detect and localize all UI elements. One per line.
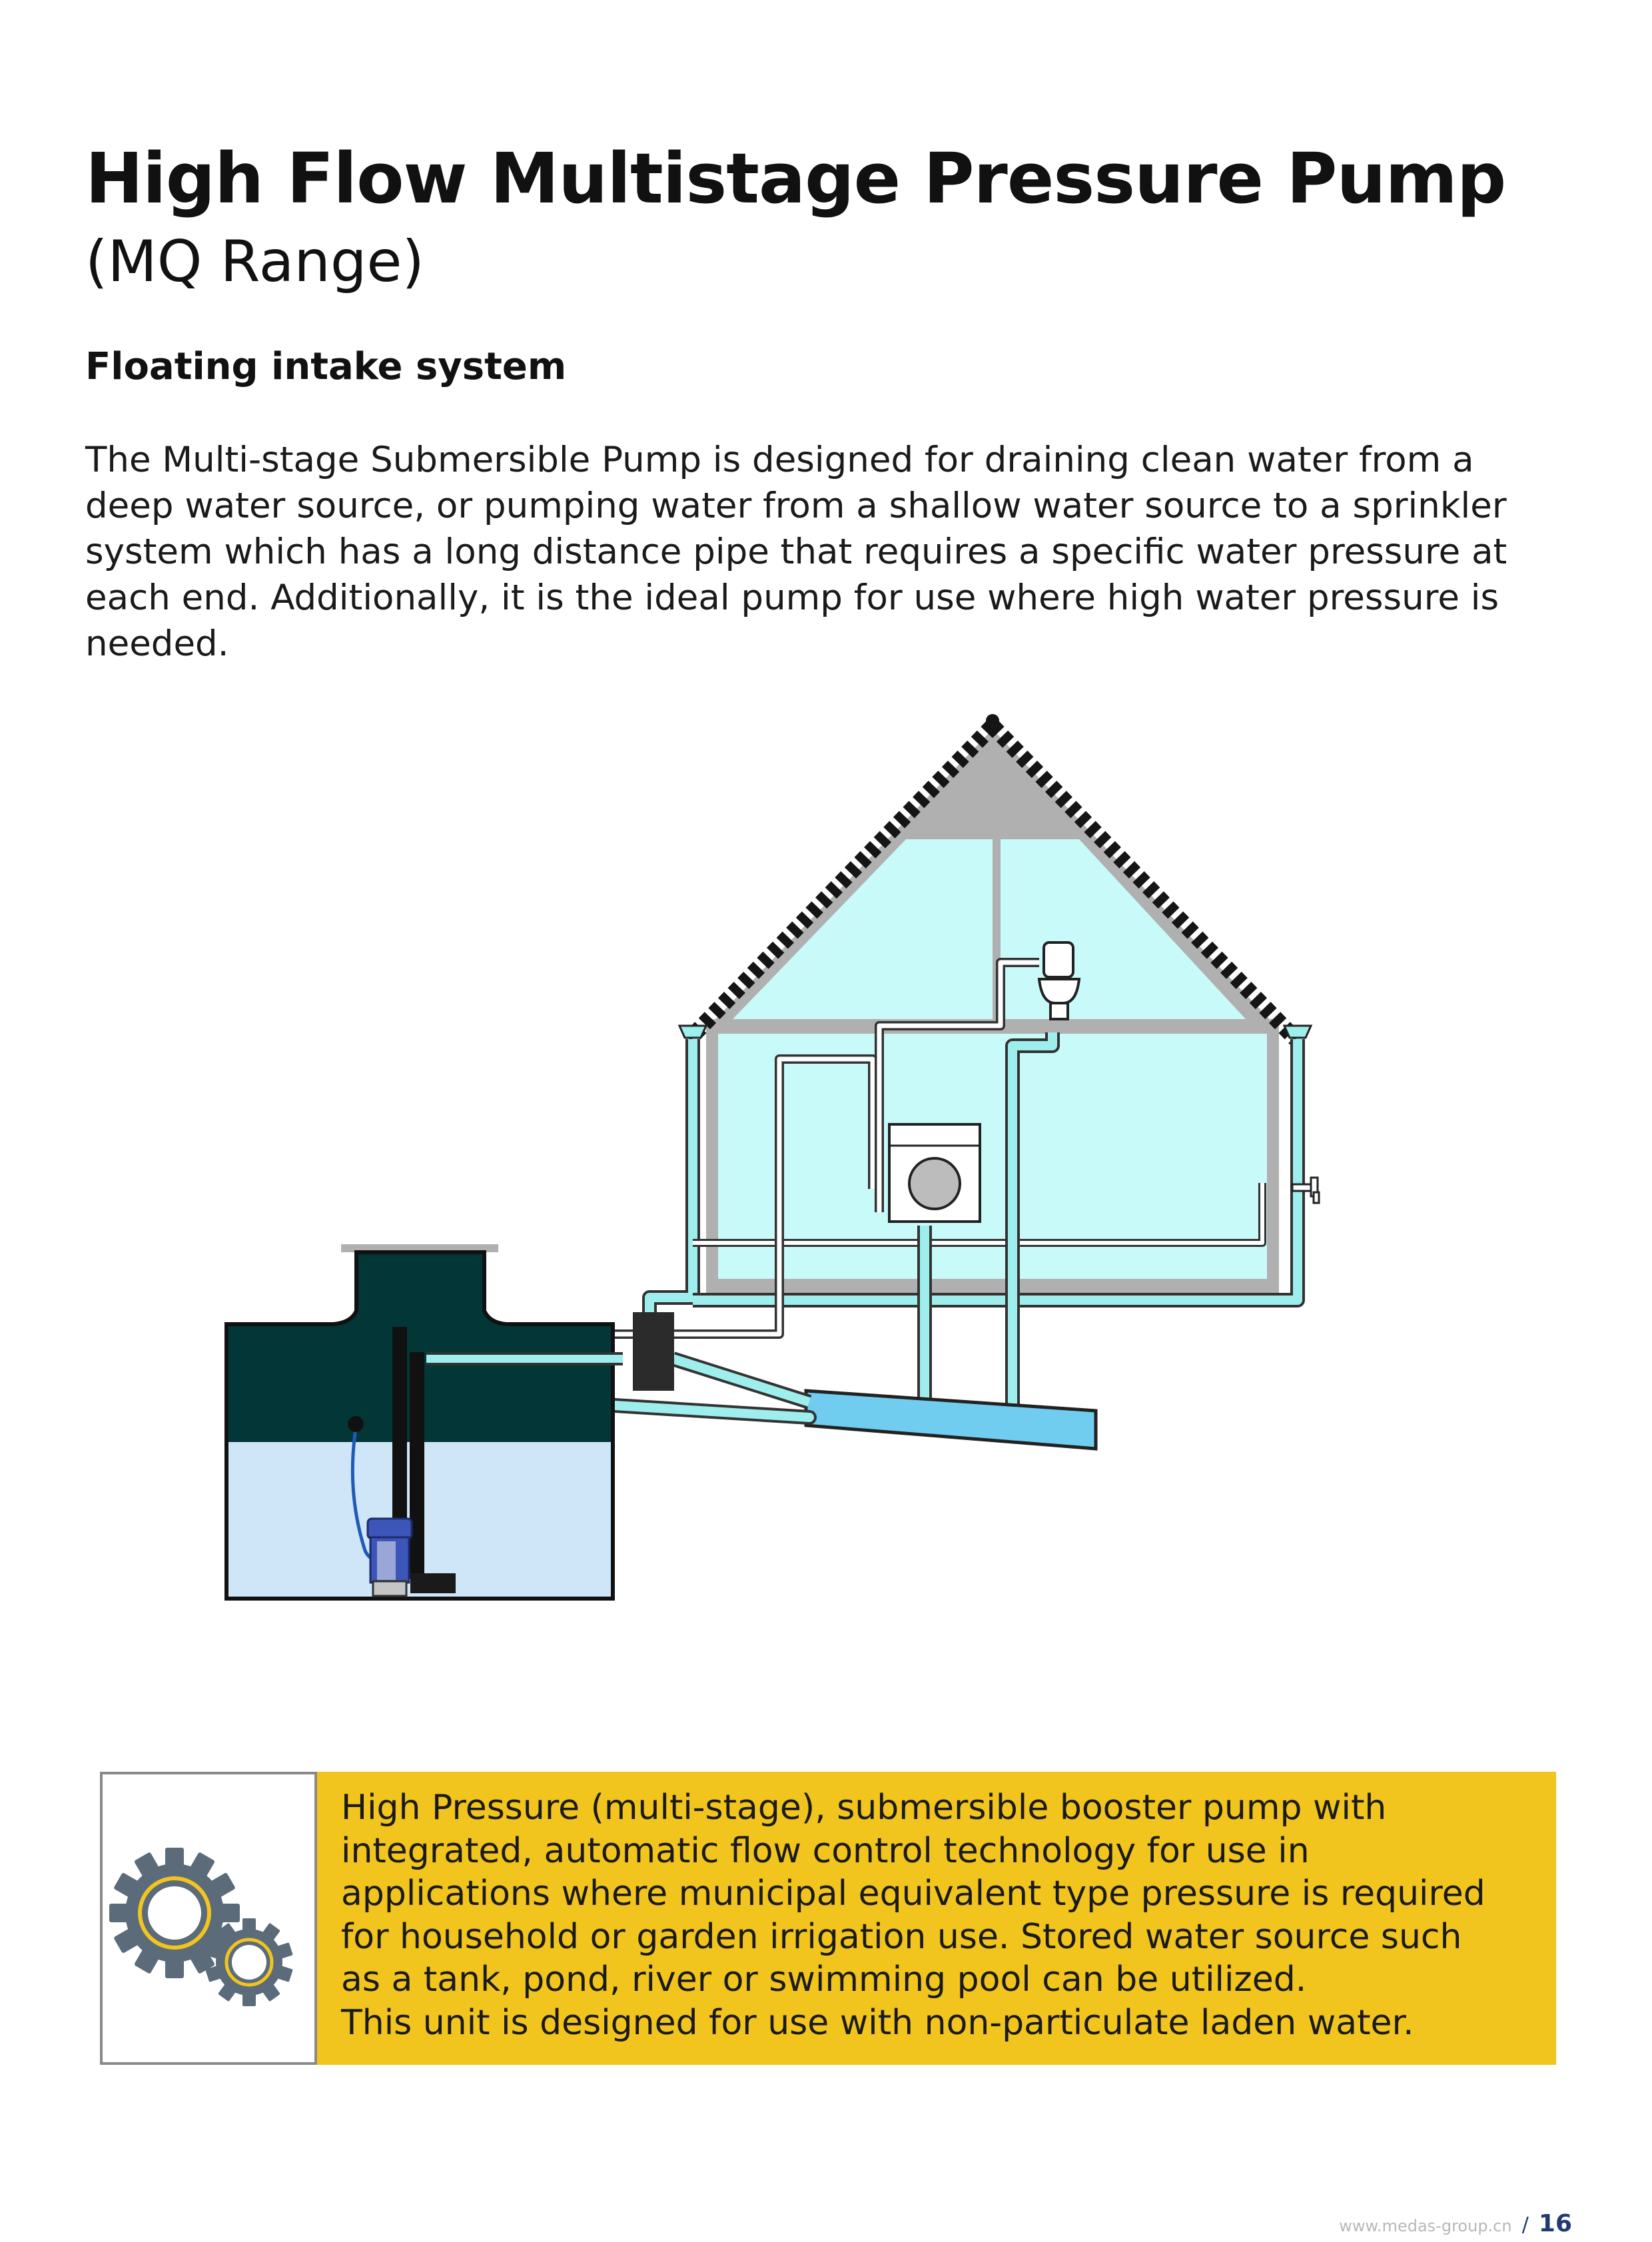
plumbing xyxy=(400,958,1305,1419)
footer-url: www.medas-group.cn xyxy=(1339,2217,1512,2235)
page-footer: www.medas-group.cn / 16 xyxy=(1339,2210,1572,2237)
info-line: applications where municipal equivalent … xyxy=(341,1874,1485,1914)
info-line: as a tank, pond, river or swimming pool … xyxy=(341,1960,1307,2000)
floating-intake-ball xyxy=(348,1416,364,1432)
right-wall xyxy=(1267,1019,1279,1294)
left-downpipe xyxy=(642,1039,700,1312)
flow-controller xyxy=(633,1312,674,1391)
left-wall xyxy=(706,1019,718,1294)
submersible-pump-icon xyxy=(366,1517,456,1597)
floating-intake-diagram xyxy=(224,714,1320,1601)
page-title: High Flow Multistage Pressure Pump xyxy=(85,138,1506,219)
ground-floor xyxy=(706,1279,1279,1294)
info-box: High Pressure (multi-stage), submersible… xyxy=(100,1772,1556,2065)
info-icon-cell xyxy=(100,1772,317,2065)
info-line: High Pressure (multi-stage), submersible… xyxy=(341,1788,1387,1828)
gears-icon xyxy=(109,1848,293,2006)
page-subtitle: (MQ Range) xyxy=(85,228,424,295)
left-gutter xyxy=(677,1024,708,1039)
roof-shingles xyxy=(683,720,999,1045)
roof-ridge-cap xyxy=(986,714,999,727)
house xyxy=(677,714,1313,1294)
toilet-icon xyxy=(1037,941,1081,1020)
info-line: This unit is designed for use with non-p… xyxy=(341,2002,1414,2043)
main-drain xyxy=(804,1389,1098,1451)
right-gutter xyxy=(1282,1024,1313,1039)
intro-paragraph: The Multi-stage Submersible Pump is desi… xyxy=(85,440,1507,664)
section-heading: Floating intake system xyxy=(85,345,567,388)
info-text: High Pressure (multi-stage), submersible… xyxy=(317,1772,1556,2065)
footer-separator: / xyxy=(1521,2213,1529,2237)
roof-shingles xyxy=(987,720,1302,1045)
outdoor-tap-icon xyxy=(1291,1176,1320,1204)
tank xyxy=(224,1244,623,1601)
attic-room xyxy=(733,839,1246,1019)
info-line: for household or garden irrigation use. … xyxy=(341,1916,1462,1957)
page-number: 16 xyxy=(1538,2210,1572,2237)
info-line: integrated, automatic flow control techn… xyxy=(341,1830,1310,1871)
washing-machine-icon xyxy=(888,1123,981,1223)
small-gear xyxy=(205,1918,293,2006)
